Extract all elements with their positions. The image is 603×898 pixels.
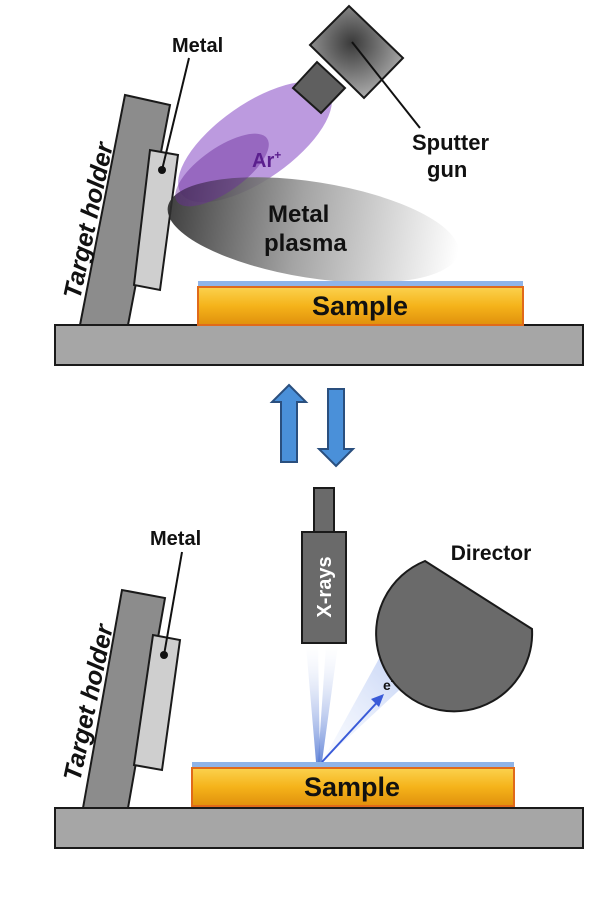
bottom-target-holder	[81, 588, 167, 809]
director-head	[375, 559, 534, 713]
sputter-gun-leader-line	[351, 41, 421, 129]
down-arrow	[316, 388, 356, 468]
bottom-sample-label: Sample	[304, 772, 400, 802]
electron-label-main: e	[383, 677, 391, 693]
director-label: Director	[451, 542, 532, 565]
argon-ion-label-superscript: +	[274, 148, 281, 162]
electron-arrow-line	[321, 696, 383, 763]
top-thin-film	[198, 281, 523, 287]
bottom-metal-target	[132, 633, 182, 772]
director-analyzer	[375, 559, 534, 713]
metal-plasma-label-line1: Metal	[268, 201, 329, 228]
top-base-platform	[54, 324, 584, 366]
metal-plasma-cloud	[167, 177, 459, 283]
top-sample-label: Sample	[312, 291, 408, 321]
top-panel: Metal Target holder Ar+ Sputter gun Meta…	[54, 4, 584, 366]
electron-label-superscript: -	[391, 676, 394, 687]
top-metal-leader-line	[161, 57, 190, 171]
up-arrow	[269, 383, 309, 463]
bottom-base-platform	[54, 807, 584, 849]
electron-arrow-head	[371, 694, 384, 707]
argon-ion-beam	[178, 81, 332, 203]
argon-ion-label-main: Ar	[252, 150, 274, 172]
sputter-gun-nozzle	[291, 60, 347, 115]
electron-label: e-	[383, 676, 394, 693]
bottom-thin-film	[192, 762, 514, 768]
argon-ion-label: Ar+	[252, 148, 281, 172]
metal-plasma-label-line2: plasma	[264, 230, 347, 257]
bottom-metal-label: Metal	[150, 528, 201, 550]
top-sample	[197, 286, 524, 326]
bottom-metal-leader-line	[163, 551, 183, 656]
xray-source-nozzle	[313, 487, 335, 533]
sputter-gun	[291, 4, 405, 115]
sputter-gun-label-line2: gun	[427, 157, 467, 182]
sputter-gun-label-line1: Sputter	[412, 130, 489, 155]
top-target-holder	[78, 93, 172, 326]
top-metal-target	[132, 148, 180, 292]
sputter-gun-body	[308, 4, 405, 100]
xray-source-body	[301, 531, 347, 644]
bottom-panel: Metal Target holder X-rays Director e- S…	[54, 487, 584, 849]
top-metal-label: Metal	[172, 35, 223, 57]
xrays-label: X-rays	[314, 556, 336, 617]
xray-beam-left	[306, 645, 320, 762]
bottom-sample	[191, 767, 515, 807]
xray-beam-right	[318, 645, 338, 762]
argon-plasma-overlap	[175, 133, 269, 207]
transfer-arrows	[269, 383, 356, 468]
